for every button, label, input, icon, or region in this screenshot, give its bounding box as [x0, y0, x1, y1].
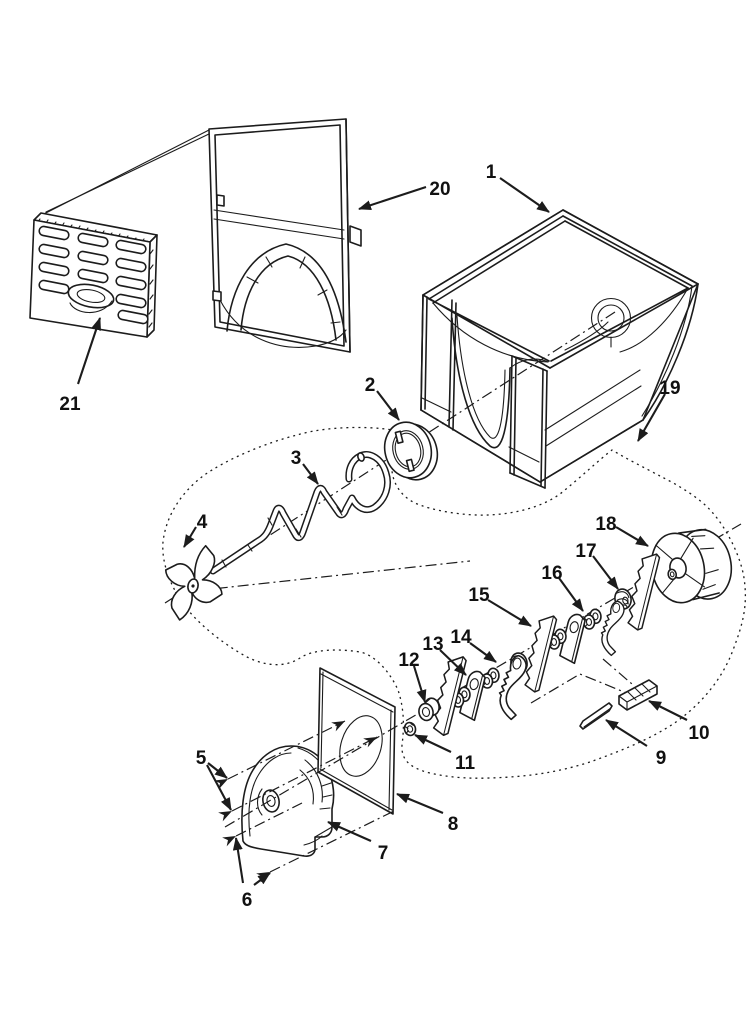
callout-arrow-19 — [637, 393, 666, 442]
callout-arrow-21 — [77, 317, 101, 385]
callout-arrow-8 — [396, 793, 444, 814]
callout-arrow-10 — [648, 700, 688, 721]
part-20-dispenser-panel — [208, 118, 362, 353]
part-18-blower-wheel — [650, 528, 733, 604]
part-3-auger-spiral — [209, 451, 392, 575]
callout-arrow-2 — [376, 390, 400, 421]
callout-arrow-5 — [207, 762, 228, 779]
part-11-nut — [402, 720, 418, 738]
grille-slot — [115, 293, 147, 309]
leader-lines — [35, 129, 212, 219]
callout-arrow-12 — [412, 665, 427, 703]
grille-handle — [67, 283, 115, 314]
callout-label-11: 11 — [455, 753, 476, 774]
callout-arrow-15 — [487, 599, 532, 627]
callout-arrow-1 — [499, 177, 550, 213]
grille-slot — [77, 268, 109, 284]
grille-slot — [77, 250, 109, 266]
part-9-pin — [579, 702, 613, 730]
callout-arrow-6 — [253, 872, 271, 886]
grille-slot — [38, 243, 70, 259]
grille-slot — [115, 257, 147, 273]
callout-label-9: 9 — [656, 748, 667, 769]
curved-blade — [597, 598, 627, 657]
callout-label-13: 13 — [422, 634, 443, 655]
serrated-blade — [623, 549, 661, 632]
callout-label-3: 3 — [291, 448, 302, 469]
screw-icon — [256, 867, 273, 883]
grille-slot — [77, 232, 109, 248]
callout-label-7: 7 — [378, 843, 389, 864]
callout-label-8: 8 — [448, 814, 459, 835]
callout-label-2: 2 — [365, 375, 376, 396]
part-14-curved-blade — [494, 652, 529, 722]
callout-label-10: 10 — [688, 723, 709, 744]
callout-label-19: 19 — [659, 378, 680, 399]
callout-arrow-6 — [232, 837, 245, 884]
callout-arrow-17 — [592, 555, 619, 590]
part-19-assembly-outline — [162, 426, 747, 779]
callout-arrow-11 — [414, 734, 452, 753]
part-1-ice-bin — [420, 209, 699, 489]
part-2-bearing-ring — [383, 421, 439, 481]
callout-label-21: 21 — [59, 394, 81, 415]
callout-arrow-14 — [469, 642, 497, 663]
callout-arrow-5 — [206, 764, 232, 811]
callout-label-12: 12 — [398, 650, 419, 671]
part-21-grille — [29, 212, 158, 338]
callout-label-18: 18 — [595, 514, 616, 535]
callout-label-15: 15 — [468, 585, 490, 606]
callout-label-1: 1 — [486, 162, 497, 183]
callout-label-6: 6 — [242, 890, 253, 911]
callout-label-20: 20 — [429, 179, 450, 200]
part-8-mounting-plate — [317, 667, 396, 815]
callout-arrow-18 — [615, 526, 649, 547]
screw-icon — [218, 806, 235, 822]
part-7-motor-housing — [241, 745, 335, 857]
grille-slot — [115, 239, 147, 255]
callout-label-5: 5 — [196, 748, 207, 769]
grille-slots — [38, 225, 149, 325]
grille-slot — [115, 275, 147, 291]
part-4-blade — [164, 544, 223, 621]
callout-arrow-9 — [605, 719, 648, 747]
callout-arrow-3 — [302, 463, 319, 485]
callout-arrow-16 — [558, 577, 584, 612]
callout-arrow-4 — [183, 526, 197, 548]
grille-slot — [38, 261, 70, 277]
callout-label-4: 4 — [197, 512, 208, 533]
part-10-coupler — [618, 679, 658, 711]
callout-arrow-13 — [439, 649, 467, 676]
callout-arrow-7 — [327, 821, 372, 842]
part-16-washers — [581, 607, 603, 631]
callout-label-14: 14 — [450, 627, 472, 648]
callout-label-16: 16 — [541, 563, 562, 584]
part-15-serrated-blade — [520, 611, 558, 694]
grille-slot — [117, 309, 149, 325]
grille-slot — [38, 225, 70, 241]
callout-arrow-20 — [358, 186, 427, 211]
callout-label-17: 17 — [575, 541, 596, 562]
